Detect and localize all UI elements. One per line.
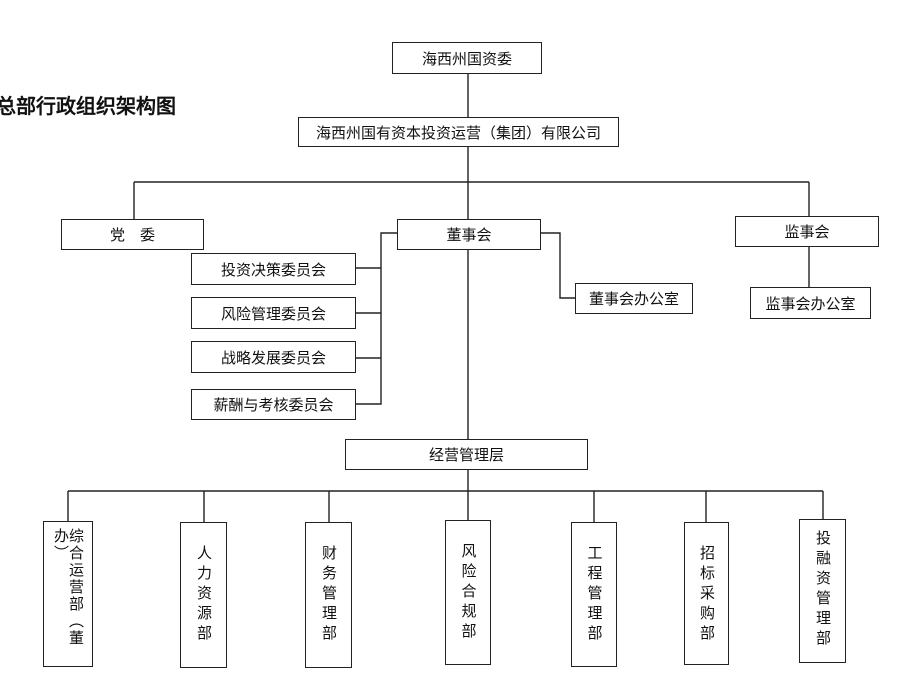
node-management: 经营管理层 (345, 439, 588, 470)
department-label: 投融资管理部 (814, 530, 832, 650)
node-committee: 投资决策委员会 (191, 253, 356, 285)
node-committee: 风险管理委员会 (191, 297, 356, 329)
department-label: 财务管理部 (320, 545, 338, 645)
node-supervisory-board: 监事会 (735, 216, 879, 247)
department-label: 招标采购部 (698, 545, 716, 645)
line-committee-bracket (356, 232, 397, 405)
node-department: 工程管理部 (571, 522, 617, 667)
node-committee: 薪酬与考核委员会 (191, 389, 356, 420)
page-title: 总部行政组织架构图 (0, 94, 176, 118)
node-department: 投融资管理部 (799, 519, 846, 663)
node-department: 综合运营部（董办） (43, 521, 93, 667)
department-label: 综合运营部（董办） (52, 528, 85, 647)
node-party-committee: 党 委 (61, 219, 204, 250)
line-board-office (541, 232, 575, 299)
node-department: 风险合规部 (445, 520, 491, 665)
node-board-office: 董事会办公室 (575, 283, 693, 314)
node-board: 董事会 (397, 219, 541, 250)
node-supervisory-office: 监事会办公室 (750, 287, 871, 319)
node-department: 财务管理部 (305, 522, 352, 668)
department-label: 风险合规部 (459, 543, 478, 643)
node-department: 人力资源部 (180, 522, 227, 668)
node-committee: 战略发展委员会 (191, 341, 356, 373)
node-sasac: 海西州国资委 (392, 42, 542, 74)
node-department: 招标采购部 (684, 522, 729, 665)
department-label: 人力资源部 (195, 545, 213, 645)
department-label: 工程管理部 (585, 545, 604, 645)
node-group-company: 海西州国有资本投资运营（集团）有限公司 (298, 117, 619, 147)
